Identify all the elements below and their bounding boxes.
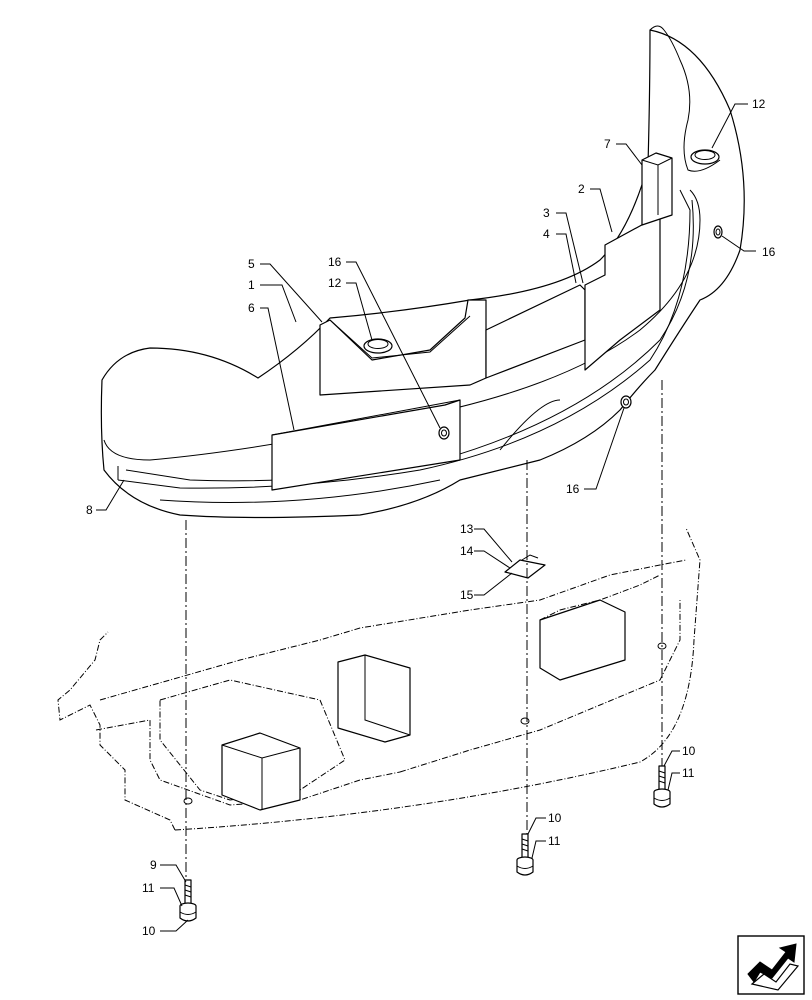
callout-6: 6 — [248, 301, 255, 315]
shim-plate — [504, 554, 546, 579]
callout-1: 1 — [248, 278, 255, 292]
lifting-eye-caps — [363, 149, 720, 354]
plugs — [438, 225, 723, 440]
callout-11-left: 11 — [142, 881, 155, 895]
callout-15: 15 — [460, 588, 474, 602]
callout-11-middle: 11 — [548, 834, 561, 848]
callout-16-lower: 16 — [566, 482, 580, 496]
callout-7: 7 — [604, 137, 611, 151]
callout-2: 2 — [578, 182, 585, 196]
callout-16-right: 16 — [762, 245, 776, 259]
callout-10-right: 10 — [682, 744, 696, 758]
callout-8: 8 — [86, 503, 93, 517]
callout-9: 9 — [150, 858, 157, 872]
frame-holes — [183, 642, 667, 805]
leader-lines — [96, 103, 756, 932]
callout-16-top: 16 — [328, 255, 342, 269]
alignment-lines — [185, 380, 663, 880]
weight-post — [641, 152, 673, 226]
callout-12-left: 12 — [328, 276, 342, 290]
callout-4: 4 — [543, 227, 550, 241]
callout-labels: 12 7 2 3 4 5 1 6 16 12 16 16 8 13 14 15 … — [86, 97, 776, 938]
callout-12-right: 12 — [752, 97, 766, 111]
weight-block-right — [584, 214, 661, 371]
callout-3: 3 — [543, 206, 550, 220]
callout-5: 5 — [248, 257, 255, 271]
callout-10-left: 10 — [142, 924, 156, 938]
bolt-left — [179, 879, 197, 922]
callout-13: 13 — [460, 522, 474, 536]
callout-14: 14 — [460, 544, 474, 558]
machine-frame-outline — [57, 527, 701, 831]
callout-10-middle: 10 — [548, 811, 562, 825]
orientation-arrow-icon[interactable] — [737, 935, 805, 995]
bolt-middle — [516, 833, 534, 876]
callout-11-right: 11 — [682, 766, 695, 780]
bolt-right — [653, 765, 671, 808]
frame-mount-block — [221, 599, 626, 811]
